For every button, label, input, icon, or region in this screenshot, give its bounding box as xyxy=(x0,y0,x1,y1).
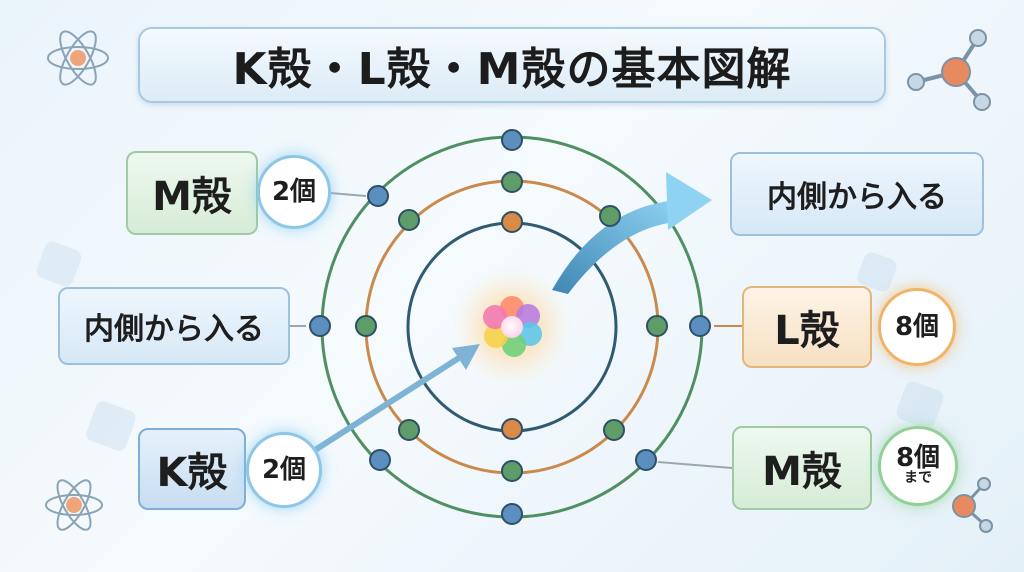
m-shell-count-badge: 2個 xyxy=(257,155,331,229)
k-shell-count: 2個 xyxy=(261,455,307,485)
electron-m xyxy=(309,315,331,337)
electron-k xyxy=(501,211,523,233)
arrow-to-nucleus xyxy=(309,344,480,455)
m-shell-count-badge: 8個 まで xyxy=(878,426,958,506)
m-shell-name: M殻 xyxy=(762,449,842,495)
l-shell-name: L殻 xyxy=(774,308,840,354)
electron-l xyxy=(599,205,621,227)
molecule-icon xyxy=(952,477,993,533)
inner-entry-text: 内側から入る xyxy=(84,312,264,347)
curved-arrow xyxy=(552,172,712,294)
electron-m xyxy=(367,185,389,207)
electron-l xyxy=(501,171,523,193)
k-shell-count-badge: 2個 xyxy=(246,432,322,508)
connector-line xyxy=(657,461,733,469)
connector-line xyxy=(329,192,367,197)
m-shell-label: M殻 xyxy=(126,151,258,235)
inner-entry-label: 内側から入る xyxy=(730,152,984,236)
k-shell-label: K殻 xyxy=(138,428,246,510)
electron-l xyxy=(603,419,625,441)
electron-m xyxy=(689,315,711,337)
electron-k xyxy=(501,418,523,440)
electron-m xyxy=(369,449,391,471)
electron-m xyxy=(635,449,657,471)
inner-entry-text: 内側から入る xyxy=(767,180,947,215)
electron-l xyxy=(398,419,420,441)
electron-l xyxy=(355,315,377,337)
electron-m xyxy=(501,129,523,151)
electron-l xyxy=(501,460,523,482)
electron-l xyxy=(398,209,420,231)
m-shell-name: M殻 xyxy=(152,174,232,220)
nucleus xyxy=(483,296,542,357)
atom-icon xyxy=(47,30,109,86)
title-banner: K殻・L殻・M殻の基本図解 xyxy=(138,27,886,103)
l-shell-count-badge: 8個 xyxy=(878,288,956,366)
molecule-icon xyxy=(907,29,991,111)
m-shell-count-note: まで xyxy=(904,470,932,487)
m-shell-count: 8個 xyxy=(895,443,941,474)
atom-icon xyxy=(45,479,103,531)
l-shell-count: 8個 xyxy=(894,312,940,342)
electron-m xyxy=(501,503,523,525)
electron-l xyxy=(646,315,668,337)
m-shell-label: M殻 xyxy=(732,426,872,510)
l-shell-label: L殻 xyxy=(742,286,872,368)
m-shell-count: 2個 xyxy=(271,177,317,207)
page-title: K殻・L殻・M殻の基本図解 xyxy=(232,44,792,95)
k-shell-name: K殻 xyxy=(156,450,228,496)
inner-entry-label: 内側から入る xyxy=(58,287,290,365)
